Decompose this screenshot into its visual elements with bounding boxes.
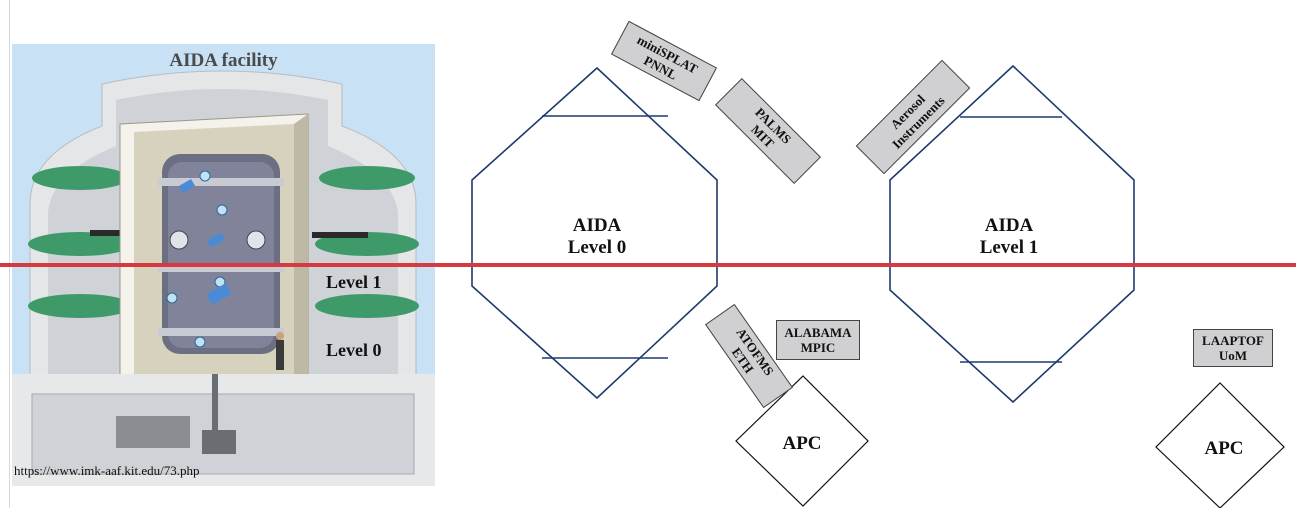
aida-level-0-name: AIDA: [572, 215, 622, 236]
aida-level-1-level: Level 1: [979, 237, 1039, 258]
alabama-name: ALABAMA: [784, 325, 852, 340]
facility-level-1-label: Level 1: [326, 272, 382, 292]
instrument-laaptof-box: LAAPTOF UoM: [1193, 329, 1273, 367]
laaptof-lab: UoM: [1218, 348, 1248, 363]
instrument-alabama-box: ALABAMA MPIC: [776, 320, 860, 360]
apc-level-0-label: APC: [782, 433, 822, 454]
apc-diamond-level-0: [735, 375, 869, 507]
facility-cutaway-drawing: [12, 44, 435, 486]
aida-level-1-name: AIDA: [984, 215, 1034, 236]
aida-facility-illustration: AIDA facility Level 1 Level 0 https://ww…: [12, 44, 435, 486]
laaptof-name: LAAPTOF: [1202, 333, 1264, 348]
source-url: https://www.imk-aaf.kit.edu/73.php: [14, 463, 200, 478]
aida-level-0-label: AIDA Level 0: [527, 215, 667, 259]
left-border-line: [9, 0, 10, 508]
level-divider-line: [0, 263, 1296, 267]
aida-level-0-chamber: [471, 66, 718, 400]
aida-level-1-label: AIDA Level 1: [939, 215, 1079, 259]
facility-title: AIDA facility: [169, 50, 278, 71]
apc-diamond-level-1: [1155, 382, 1285, 508]
aida-level-1-chamber: [889, 64, 1135, 404]
aida-level-0-level: Level 0: [567, 237, 627, 258]
apc-level-1-label: APC: [1204, 438, 1244, 459]
facility-level-0-label: Level 0: [326, 340, 382, 360]
alabama-lab: MPIC: [800, 340, 836, 355]
